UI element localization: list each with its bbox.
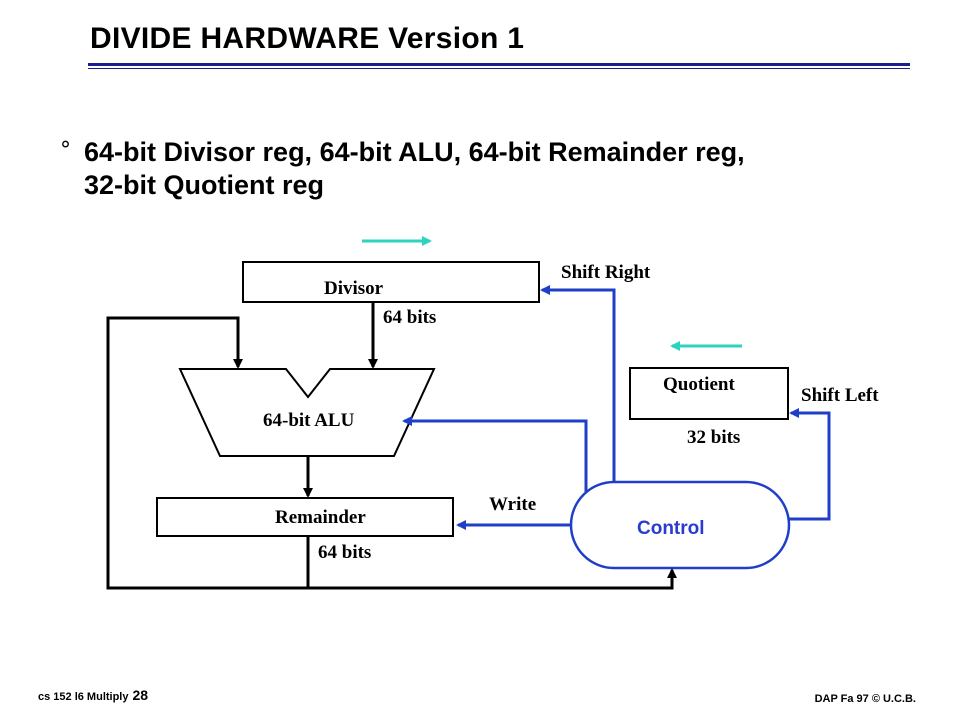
bullet-text: 64-bit Divisor reg, 64-bit ALU, 64-bit R… [84, 136, 924, 202]
quotient-register [629, 367, 789, 420]
remainder-label: Remainder [275, 507, 366, 528]
control-unit [569, 480, 791, 570]
remainder-register [156, 497, 454, 537]
bullet-line-2: 32-bit Quotient reg [84, 170, 325, 200]
divisor-register [242, 261, 540, 303]
footer-page-number: 28 [132, 687, 149, 703]
write-label: Write [489, 494, 536, 515]
title-rule-thin [88, 68, 910, 69]
quotient-label: Quotient [663, 374, 735, 395]
slide-title: DIVIDE HARDWARE Version 1 [90, 22, 525, 55]
title-rule-thick [88, 63, 910, 66]
shift-right-label: Shift Right [561, 262, 651, 283]
shift-right-signal-wire [540, 285, 616, 482]
remainder-width-label: 64 bits [318, 542, 371, 563]
alu-shape [178, 368, 436, 457]
remainder-feedback-wire [106, 316, 310, 590]
footer-credit: DAP Fa 97 © U.C.B. [814, 693, 916, 705]
quotient-width-label: 32 bits [687, 427, 740, 448]
control-label: Control [637, 518, 705, 539]
divisor-width-label: 64 bits [383, 307, 436, 328]
divisor-label: Divisor [324, 278, 384, 299]
bullet-line-1: 64-bit Divisor reg, 64-bit ALU, 64-bit R… [84, 137, 745, 167]
remainder-to-control-wire [308, 568, 677, 590]
shift-left-label: Shift Left [801, 385, 879, 406]
alu-label: 64-bit ALU [263, 410, 355, 431]
alu-control-signal-wire [402, 416, 588, 492]
footer-course-text: cs 152 l6 Multiply [38, 691, 129, 703]
shift-left-signal-wire [789, 408, 831, 521]
bullet-marker: ° [60, 138, 71, 163]
